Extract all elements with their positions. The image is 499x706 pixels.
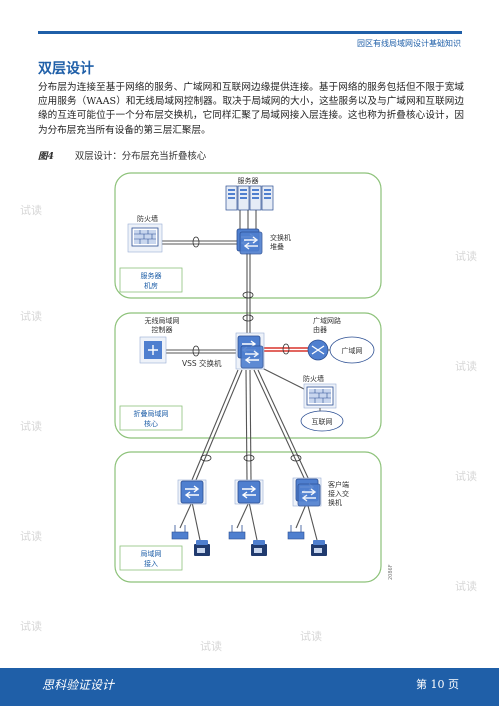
- footer-bar: [0, 668, 499, 706]
- svg-text:广域网: 广域网: [342, 346, 363, 355]
- svg-text:试读: 试读: [20, 529, 42, 543]
- wlc-icon: [139, 336, 167, 364]
- svg-text:试读: 试读: [20, 203, 42, 217]
- stack-switch-icon: [236, 228, 263, 255]
- svg-text:试读: 试读: [300, 629, 322, 643]
- ip-phone-icon: [194, 540, 210, 556]
- svg-text:防火墙: 防火墙: [303, 374, 324, 383]
- svg-text:无线局域网: 无线局域网: [145, 316, 180, 325]
- stack-switch-label-1: 交换机: [270, 233, 291, 242]
- core-tag: [119, 405, 183, 431]
- page-number: 第 10 页: [416, 678, 459, 691]
- svg-text:换机: 换机: [328, 498, 342, 507]
- access-switch-stack-icon: [292, 477, 322, 507]
- server-label: 服务器: [238, 176, 259, 185]
- svg-text:接入: 接入: [144, 559, 158, 568]
- firewall-top-label: 防火墙: [137, 214, 158, 223]
- vss-label: VSS 交换机: [182, 358, 222, 368]
- footer-left: 思科验证设计: [42, 678, 115, 692]
- svg-text:接入交: 接入交: [328, 489, 349, 498]
- ip-phone-icon: [251, 540, 267, 556]
- core-panel: [114, 312, 382, 439]
- figure-caption: 图4 双层设计：分布层充当折叠核心: [38, 148, 206, 162]
- access-tag: [119, 545, 183, 571]
- svg-text:试读: 试读: [455, 469, 477, 483]
- firewall-top-icon: [127, 223, 163, 253]
- svg-text:客户端: 客户端: [328, 480, 349, 489]
- svg-text:服务器: 服务器: [141, 271, 162, 280]
- svg-text:试读: 试读: [455, 359, 477, 373]
- svg-text:互联网: 互联网: [312, 417, 333, 426]
- access-switch-icon: [234, 479, 264, 505]
- vss-switch-icon: [235, 332, 265, 370]
- internet-cloud-icon: [300, 410, 344, 432]
- watermark-layer: 试读 试读 试读 试读 试读 试读 试读 试读 试读 试读 试读: [20, 203, 477, 653]
- svg-text:试读: 试读: [20, 309, 42, 323]
- server-room-tag: [119, 267, 183, 293]
- svg-text:局域网: 局域网: [141, 549, 162, 558]
- figure-title: 双层设计：分布层充当折叠核心: [74, 151, 207, 162]
- svg-text:由器: 由器: [313, 325, 327, 334]
- firewall-mid-icon: [303, 383, 337, 409]
- access-switch-icon: [177, 479, 207, 505]
- svg-text:试读: 试读: [455, 579, 477, 593]
- server-icon: [225, 185, 274, 211]
- section-title: 双层设计: [38, 61, 94, 77]
- svg-text:试读: 试读: [20, 619, 42, 633]
- svg-text:折叠局域网: 折叠局域网: [134, 409, 169, 418]
- running-head: 园区有线局域网设计基础知识: [357, 39, 461, 48]
- figure-code: 2086F: [388, 564, 394, 580]
- top-rule: [38, 31, 462, 34]
- stack-switch-label-2: 堆叠: [270, 242, 284, 251]
- ip-phone-icon: [311, 540, 327, 556]
- svg-text:机房: 机房: [144, 281, 158, 290]
- svg-text:控制器: 控制器: [152, 325, 173, 334]
- figure-number: 图4: [38, 151, 54, 162]
- wan-router-icon: [307, 339, 329, 361]
- svg-text:广域网路: 广域网路: [313, 316, 341, 325]
- access-panel: [114, 451, 382, 583]
- svg-text:核心: 核心: [144, 419, 158, 428]
- svg-text:试读: 试读: [455, 249, 477, 263]
- body-paragraph: 分布层为连接至基于网络的服务、广域网和互联网边缘提供连接。基于网络的服务包括但不…: [38, 82, 464, 136]
- svg-text:试读: 试读: [20, 419, 42, 433]
- svg-text:试读: 试读: [200, 639, 222, 653]
